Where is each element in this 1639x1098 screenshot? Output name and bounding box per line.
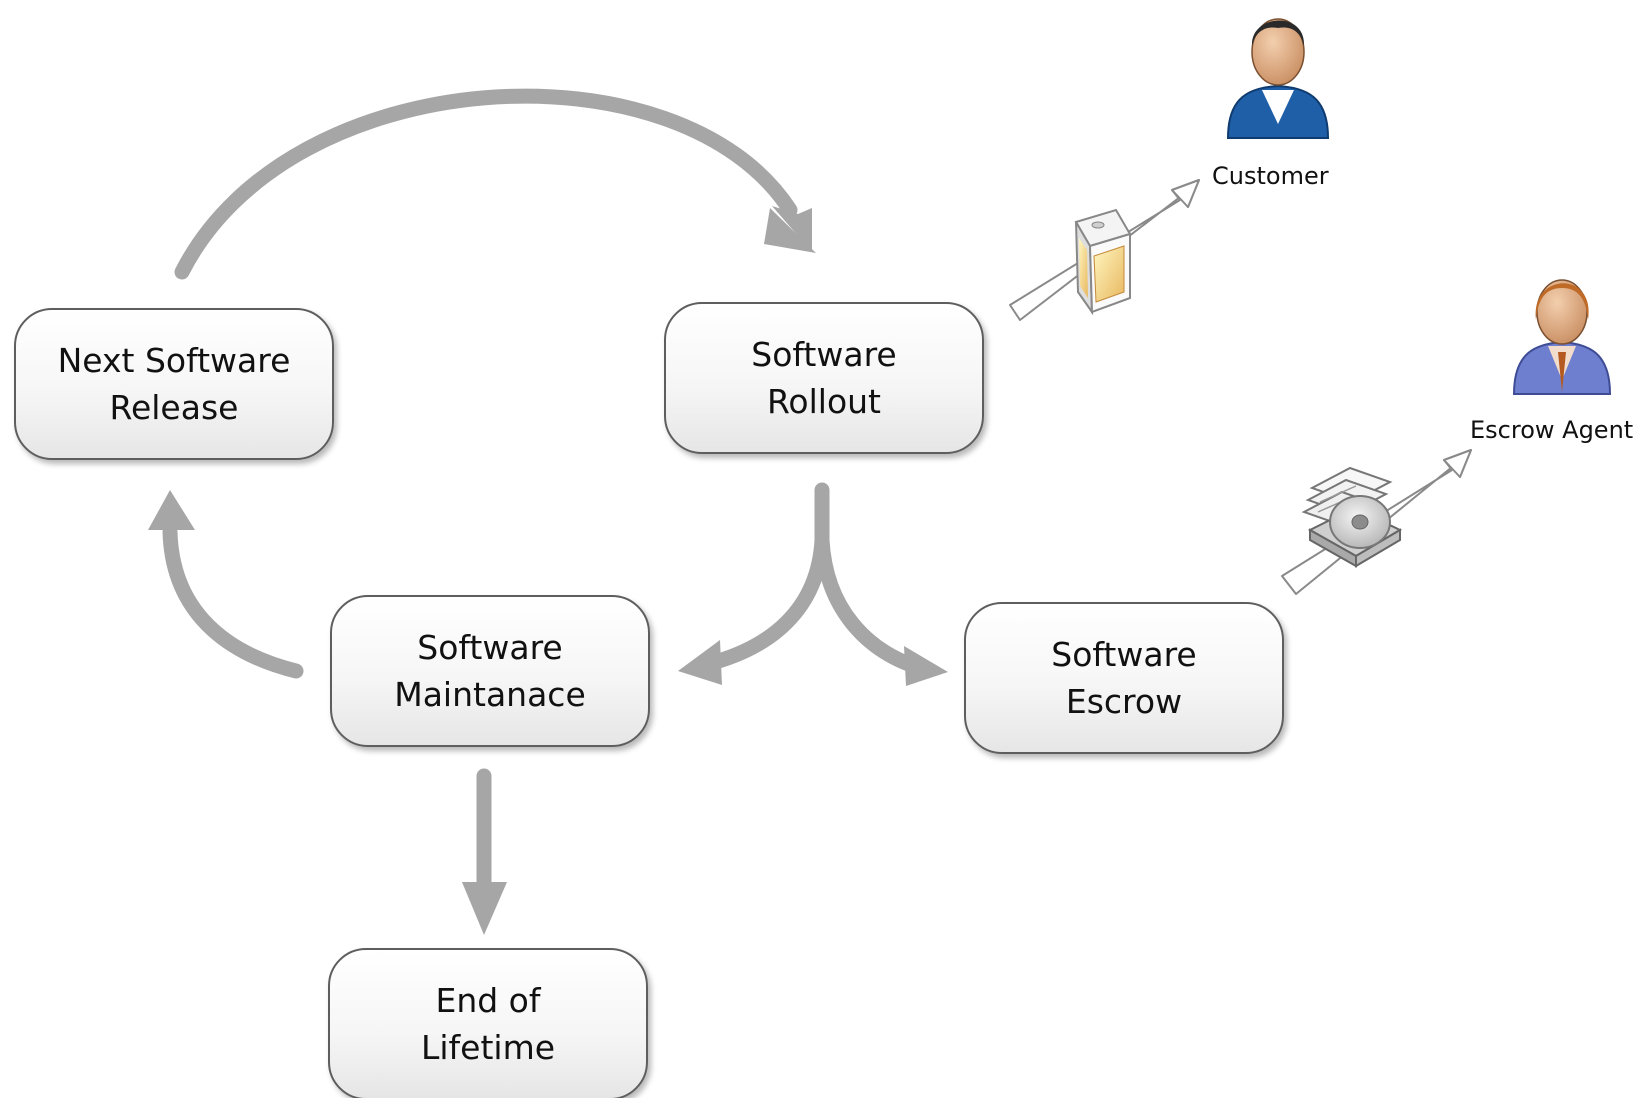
customer-label: Customer	[1212, 162, 1329, 190]
arrow-rollout-to-escrow	[814, 532, 922, 674]
node-software-escrow: Software Escrow	[964, 602, 1284, 754]
disc-and-documents-icon	[1301, 466, 1403, 568]
customer-user-icon	[1226, 18, 1330, 139]
node-next-software-release: Next Software Release	[14, 308, 334, 460]
arrowhead-maintenance-to-end	[462, 882, 507, 935]
arrow-release-to-rollout	[174, 88, 798, 280]
node-software-maintenance-label: Software Maintanace	[394, 628, 586, 714]
escrow-agent-label: Escrow Agent	[1470, 416, 1634, 444]
node-software-maintenance: Software Maintanace	[330, 595, 650, 747]
arrowhead-maintenance-to-release	[148, 490, 195, 530]
escrow-agent-user-icon	[1512, 279, 1612, 395]
node-software-rollout: Software Rollout	[664, 302, 984, 454]
arrowhead-rollout-to-maintenance	[678, 640, 722, 685]
node-end-of-lifetime-label: End of Lifetime	[420, 981, 556, 1067]
node-software-escrow-label: Software Escrow	[1051, 635, 1197, 721]
software-package-icon	[1074, 208, 1132, 316]
node-software-rollout-label: Software Rollout	[751, 335, 897, 421]
arrowhead-rollout-to-escrow	[904, 646, 948, 686]
arrow-maintenance-to-release	[162, 524, 304, 679]
arrowhead-release-to-rollout-tip	[764, 208, 816, 253]
node-next-software-release-label: Next Software Release	[57, 341, 291, 427]
arrow-rollout-to-maintenance	[700, 532, 830, 672]
node-end-of-lifetime: End of Lifetime	[328, 948, 648, 1098]
